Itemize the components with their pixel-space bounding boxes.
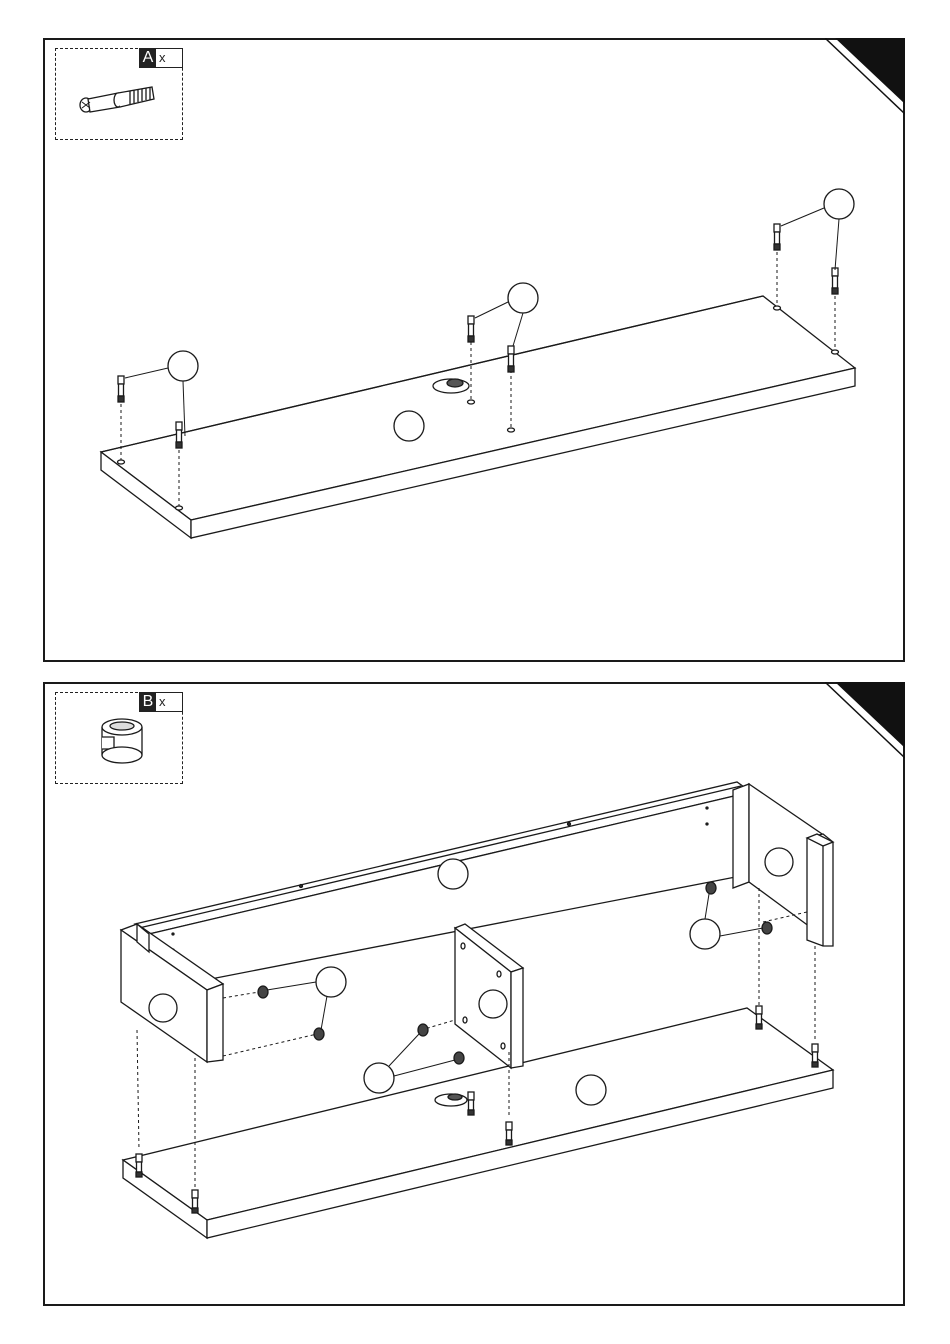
step-1-illustration: [45, 40, 907, 664]
cam-lock-part: [433, 379, 469, 393]
step-panel-2: B x: [43, 682, 905, 1306]
step-panel-1: A x: [43, 38, 905, 662]
part-label-circle: [394, 411, 424, 441]
step-2-illustration: [45, 684, 907, 1308]
bottom-board: [101, 296, 855, 538]
